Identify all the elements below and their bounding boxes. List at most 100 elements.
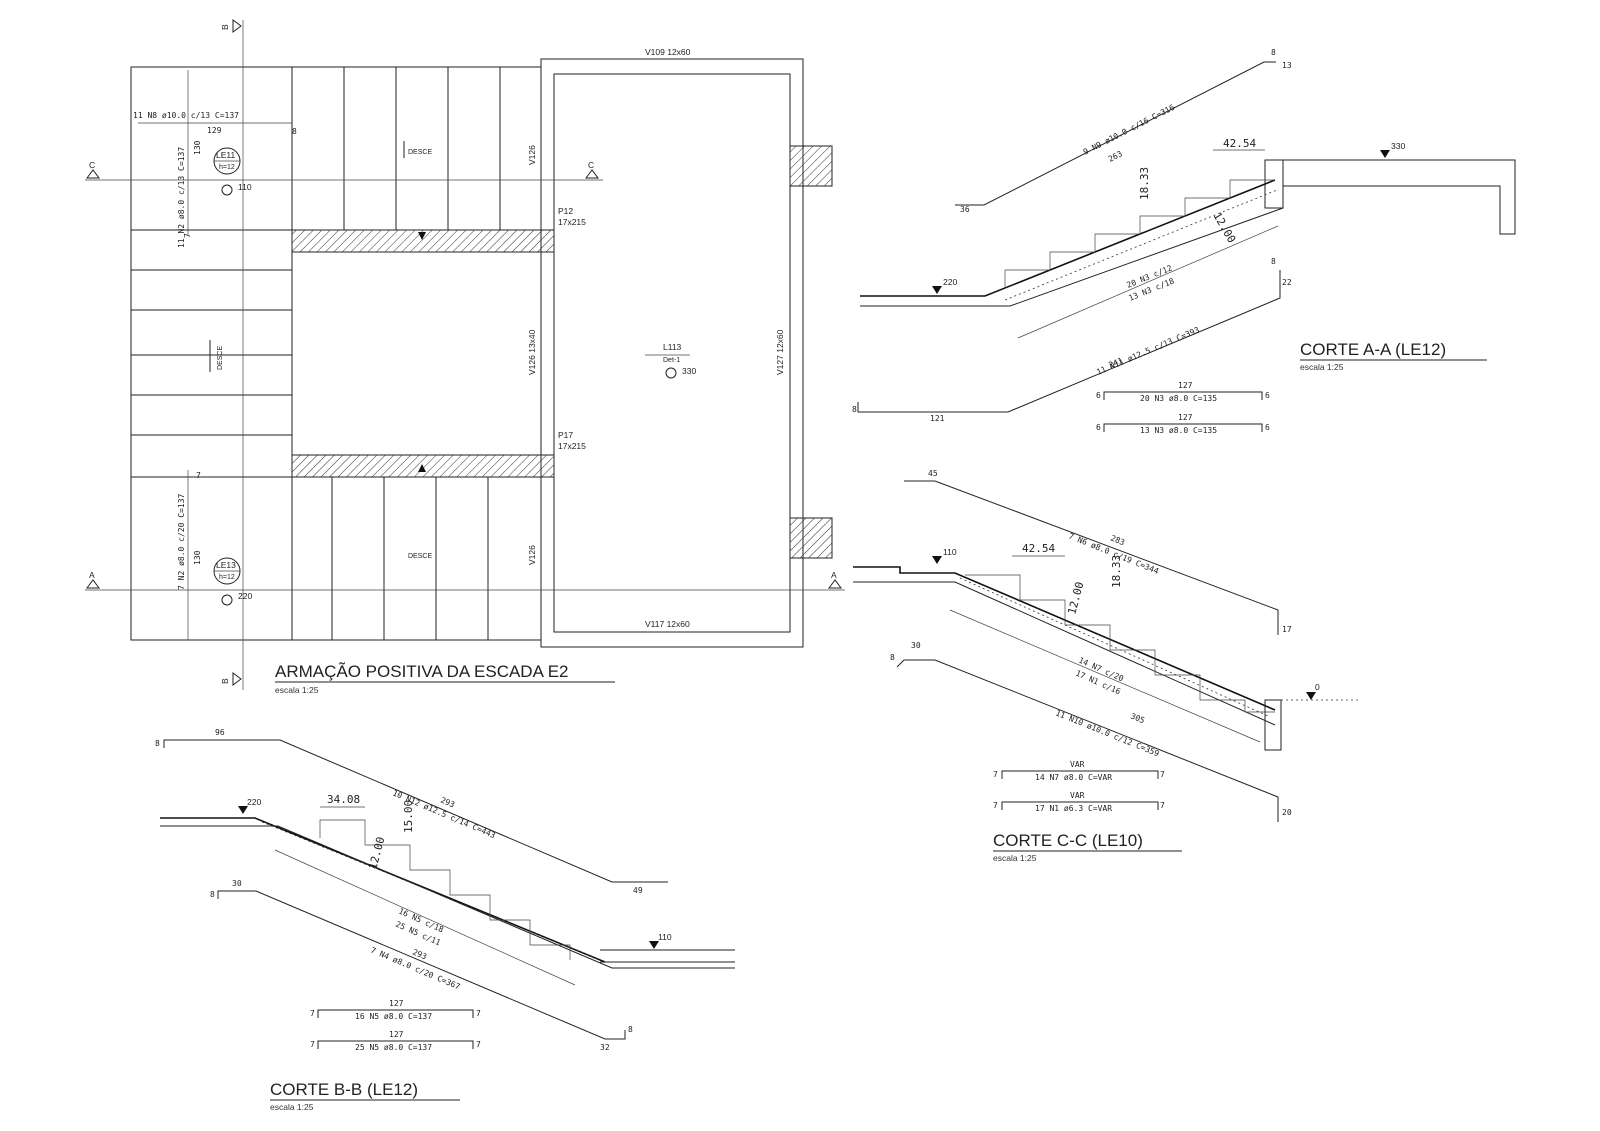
svg-text:6: 6 — [1265, 423, 1270, 432]
cc-dim-riser: 18.33 — [1110, 555, 1123, 588]
slab-l113-marker: L113 Det-1 330 — [645, 342, 696, 379]
p12-dim: 17x215 — [558, 217, 586, 227]
svg-text:A: A — [89, 570, 95, 580]
aa-rebar-line — [1004, 189, 1278, 301]
v126-bottom-label: V126 — [527, 545, 537, 565]
bb-schedule: 127 7 7 16 N5 ø8.0 C=137 127 7 7 25 N5 ø… — [310, 999, 481, 1052]
section-mark-c-left: C — [86, 160, 100, 179]
svg-text:127: 127 — [389, 1030, 404, 1039]
slab-inner — [553, 73, 791, 633]
plan-view: B B C C A A V109 12x60 V117 12x60 V127 1… — [85, 19, 845, 695]
p12-label: P12 — [558, 206, 573, 216]
aa-scale: escala 1:25 — [1300, 362, 1344, 372]
bar-n2a-label: 11 N2 ø8.0 c/13 C=137 — [177, 147, 186, 248]
svg-text:16 N5 ø8.0 C=137: 16 N5 ø8.0 C=137 — [355, 1012, 432, 1021]
p17-label: P17 — [558, 430, 573, 440]
cc-dim-tread: 42.54 — [1022, 542, 1055, 555]
svg-text:7: 7 — [476, 1009, 481, 1018]
v126-top-label: V126 — [527, 145, 537, 165]
v127-label: V127 12x60 — [775, 329, 785, 375]
svg-text:7: 7 — [1160, 801, 1165, 810]
bar-n2b-length: 130 — [193, 550, 202, 565]
svg-text:DESCE: DESCE — [408, 553, 432, 560]
svg-text:6: 6 — [1265, 391, 1270, 400]
cc-bar-n10-hook: 8 — [890, 653, 895, 662]
svg-text:h=12: h=12 — [219, 574, 235, 581]
svg-text:h=12: h=12 — [219, 164, 235, 171]
bb-dim-tread: 34.08 — [327, 793, 360, 806]
bb-level-110-marker — [649, 941, 659, 949]
svg-text:7: 7 — [310, 1040, 315, 1049]
v126-mid-label: V126 13x40 — [527, 329, 537, 375]
aa-dim-riser: 18.33 — [1138, 167, 1151, 200]
cc-bar-n6-start: 45 — [928, 469, 938, 478]
bar-n2a-length: 130 — [193, 140, 202, 155]
bb-bar-n4-start: 30 — [232, 879, 242, 888]
svg-text:A: A — [831, 570, 837, 580]
beam-marker-upper — [418, 232, 426, 240]
svg-text:L113: L113 — [663, 342, 682, 352]
svg-text:127: 127 — [1178, 381, 1193, 390]
bb-bar-n4-length: 293 — [411, 948, 428, 962]
svg-text:Det-1: Det-1 — [663, 357, 680, 364]
bb-dim-riser: 15.00 — [402, 800, 415, 833]
aa-upper-slab — [1283, 159, 1516, 235]
aa-bar-n9-label: 9 N9 ø10.0 c/16 C=316 — [1082, 103, 1176, 157]
v109-label: V109 12x60 — [645, 47, 691, 57]
svg-text:6: 6 — [1096, 391, 1101, 400]
v117-label: V117 12x60 — [645, 619, 690, 629]
svg-text:7: 7 — [993, 801, 998, 810]
bb-bar-n12-start: 96 — [215, 728, 225, 737]
svg-text:B: B — [220, 678, 230, 684]
cc-scale: escala 1:25 — [993, 853, 1037, 863]
svg-text:6: 6 — [1096, 423, 1101, 432]
bb-bar-n12 — [163, 739, 668, 883]
aa-level-220-marker — [932, 286, 942, 294]
bb-dist-dim — [274, 849, 576, 986]
aa-level-330-marker — [1380, 150, 1390, 158]
svg-text:LE13: LE13 — [216, 560, 236, 570]
cc-dim-thickness: 12.00 — [1065, 580, 1086, 615]
svg-text:C: C — [588, 160, 594, 170]
bar-n8-length: 129 — [207, 126, 222, 135]
aa-bar-n11-hook-left: 8 — [852, 405, 857, 414]
aa-dim-thickness: 12.00 — [1210, 210, 1238, 245]
aa-bar-n9-hook: 8 — [1271, 48, 1276, 57]
svg-text:220: 220 — [238, 591, 252, 601]
cc-bar-n6-length: 283 — [1109, 534, 1126, 548]
svg-text:C: C — [89, 160, 95, 170]
bb-bar-n4-hook-right: 8 — [628, 1025, 633, 1034]
aa-steps — [1004, 179, 1275, 288]
desce-arrow-top: DESCE — [403, 141, 432, 158]
svg-text:7: 7 — [476, 1040, 481, 1049]
bar-n2b-hook: 7 — [196, 471, 201, 480]
aa-lower-landing-bottom — [860, 207, 1284, 307]
cc-bar-n6 — [904, 480, 1279, 635]
le11-marker: LE11 h=12 110 — [213, 147, 252, 196]
cc-level-110-marker — [932, 556, 942, 564]
svg-text:7: 7 — [1160, 770, 1165, 779]
le13-marker: LE13 h=12 220 — [213, 557, 252, 606]
cc-dist-dim — [949, 609, 1261, 743]
plan-title: ARMAÇÃO POSITIVA DA ESCADA E2 — [275, 662, 569, 681]
aa-bar-n9-end: 13 — [1282, 61, 1292, 70]
svg-text:330: 330 — [682, 366, 696, 376]
cc-bar-n10-length: 305 — [1129, 712, 1146, 726]
desce-arrow-bottom: DESCE — [408, 550, 437, 560]
bb-level-110: 110 — [658, 932, 672, 942]
aa-bar-n9-start: 36 — [960, 205, 970, 214]
aa-lower-landing — [860, 179, 1276, 297]
bb-bar-n4-hook-left: 8 — [210, 890, 215, 899]
bb-title: CORTE B-B (LE12) — [270, 1080, 418, 1099]
pillar-right-top — [789, 145, 833, 187]
cc-title: CORTE C-C (LE10) — [993, 831, 1143, 850]
bb-upper-landing-bottom — [160, 825, 735, 969]
corte-cc: 110 0 42.54 18.33 12.00 45 283 7 N6 ø8.0… — [853, 469, 1360, 863]
svg-text:20 N3 ø8.0 C=135: 20 N3 ø8.0 C=135 — [1140, 394, 1217, 403]
svg-text:7: 7 — [993, 770, 998, 779]
svg-text:13 N3 ø8.0 C=135: 13 N3 ø8.0 C=135 — [1140, 426, 1217, 435]
p17-dim: 17x215 — [558, 441, 586, 451]
svg-text:DESCE: DESCE — [408, 149, 432, 156]
left-flight-treads — [131, 229, 292, 478]
